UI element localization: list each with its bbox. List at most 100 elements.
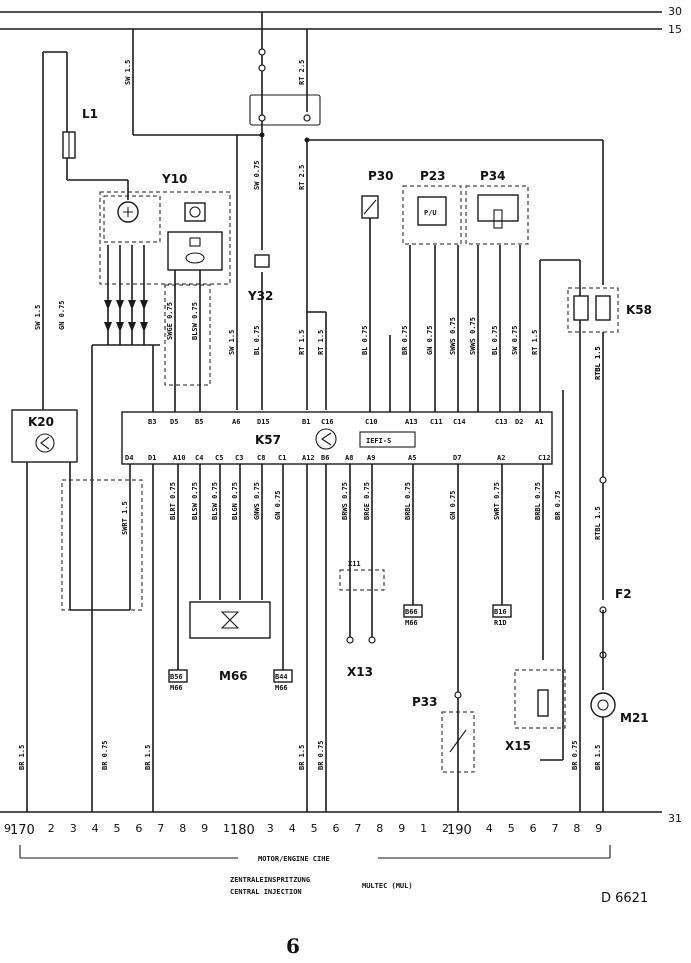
x15-label: X15 <box>505 739 531 753</box>
k57-bottom-pin: A10 <box>173 454 186 462</box>
wire-label: RT 1.5 <box>531 330 539 355</box>
scale-minor-tick: 9 <box>4 822 11 835</box>
k57-bottom-pin: B6 <box>321 454 329 462</box>
k57-top-wires <box>152 200 580 412</box>
scale-minor-tick: 3 <box>267 822 274 835</box>
wire-label: BL 0.75 <box>491 325 499 355</box>
k57-bottom-pin: A8 <box>345 454 353 462</box>
scale-minor-tick: 1 <box>223 822 230 835</box>
k57-top-pin: C14 <box>453 418 466 426</box>
wire-label: RT 1.5 <box>298 330 306 355</box>
wire-label: RTBL 1.5 <box>594 346 602 380</box>
k57-top-pin: C16 <box>321 418 334 426</box>
scale-minor-tick: 4 <box>486 822 493 835</box>
wire-label: SWWS 0.75 <box>449 317 457 355</box>
k58-label: K58 <box>626 303 652 317</box>
wire-label: BLSW 0.75 <box>211 482 219 520</box>
x13-label: X13 <box>347 665 373 679</box>
caption-line3: MULTEC (MUL) <box>362 882 413 890</box>
wire-label: BRWS 0.75 <box>341 482 349 520</box>
p23-label: P23 <box>420 169 446 183</box>
wire-label: BRGE 0.75 <box>363 482 371 520</box>
sensors-top: P30 P23 P/U P34 <box>361 169 529 245</box>
scale-minor-tick: 2 <box>48 822 55 835</box>
scale-minor-tick: 2 <box>442 822 449 835</box>
k57-bottom-pin: C3 <box>235 454 243 462</box>
scale-minor-tick: 8 <box>376 822 383 835</box>
scale-minor-tick: 3 <box>70 822 77 835</box>
k58-relay: K58 F2 <box>567 260 652 690</box>
wire-label: BR 1.5 <box>18 745 26 770</box>
ground-point-caption: M66 <box>405 619 418 627</box>
ground-point-code: B44 <box>275 673 288 681</box>
wire-label: BR 0.75 <box>401 325 409 355</box>
ground-point-box <box>492 604 512 618</box>
l1-label: L1 <box>82 107 98 121</box>
caption-line2: CENTRAL INJECTION <box>230 888 302 896</box>
k57-bottom-pin: D7 <box>453 454 461 462</box>
scale-minor-tick: 9 <box>595 822 602 835</box>
wire-label: BRBL 0.75 <box>404 482 412 520</box>
k57-bottom-pin: A2 <box>497 454 505 462</box>
drawing-number: D 6621 <box>601 891 648 906</box>
y10-injector: Y10 <box>91 172 231 812</box>
scale-minor-tick: 6 <box>333 822 340 835</box>
wire-label: RTBL 1.5 <box>594 506 602 540</box>
wire-label: BR 1.5 <box>594 745 602 770</box>
caption-line1: ZENTRALEINSPRITZUNG <box>230 876 310 884</box>
wire-label: BL 0.75 <box>253 325 261 355</box>
wire-label: GN 0.75 <box>449 490 457 520</box>
scale-minor-tick: 5 <box>311 822 318 835</box>
k57-top-pin: B1 <box>302 418 310 426</box>
k57-bottom-pin: A9 <box>367 454 375 462</box>
y32-label: Y32 <box>247 289 273 303</box>
scale-minor-tick: 7 <box>354 822 361 835</box>
k57-tag: IEFI-S <box>366 437 391 445</box>
scale-minor-tick: 4 <box>92 822 99 835</box>
wire-label: BL 0.75 <box>361 325 369 355</box>
scale-minor-tick: 6 <box>530 822 537 835</box>
p34-label: P34 <box>480 169 506 183</box>
wire-label: BLSW 0.75 <box>191 482 199 520</box>
scale-minor-tick: 5 <box>508 822 515 835</box>
wire-label: GN 0.75 <box>58 300 66 330</box>
wire-label: SWWS 0.75 <box>469 317 477 355</box>
scale-minor-tick: 8 <box>179 822 186 835</box>
k57-bottom-pin: C8 <box>257 454 265 462</box>
rail-30-label: 30 <box>668 5 682 18</box>
wire-label: RT 2.5 <box>298 60 306 85</box>
k57-top-pin: C10 <box>365 418 378 426</box>
k57-bottom-pin: C1 <box>278 454 286 462</box>
wire-label: SWRT 0.75 <box>493 482 501 520</box>
scale-190: 190 <box>447 823 472 838</box>
k57-top-pin: D15 <box>257 418 270 426</box>
m66-valve: M66 <box>189 601 271 683</box>
wire-label: BR 1.5 <box>144 745 152 770</box>
ground-point-code: B66 <box>405 608 418 616</box>
k57-bottom-pin: D1 <box>148 454 156 462</box>
ground-point-box <box>168 669 188 683</box>
scale-minor-tick: 4 <box>289 822 296 835</box>
scale-180: 180 <box>230 823 255 838</box>
wire-label: BLGN 0.75 <box>231 482 239 520</box>
wire-label: SWRT 1.5 <box>121 501 129 535</box>
k57-bottom-pin: C5 <box>215 454 223 462</box>
ground-point-caption: R1D <box>494 619 507 627</box>
wire-label: BR 0.75 <box>317 740 325 770</box>
wire-label: SW 1.5 <box>34 305 42 330</box>
scale-minor-tick: 6 <box>135 822 142 835</box>
k57-top-pin: D5 <box>170 418 178 426</box>
k57-bottom-pin: C12 <box>538 454 551 462</box>
ground-point-code: B56 <box>170 673 183 681</box>
ground-point-box <box>273 669 293 683</box>
k57-top-pin: A1 <box>535 418 543 426</box>
m21-label: M21 <box>620 711 649 725</box>
scale-minor-tick: 7 <box>157 822 164 835</box>
wire-label: SW 1.5 <box>124 60 132 85</box>
k57-top-pin: B5 <box>195 418 203 426</box>
